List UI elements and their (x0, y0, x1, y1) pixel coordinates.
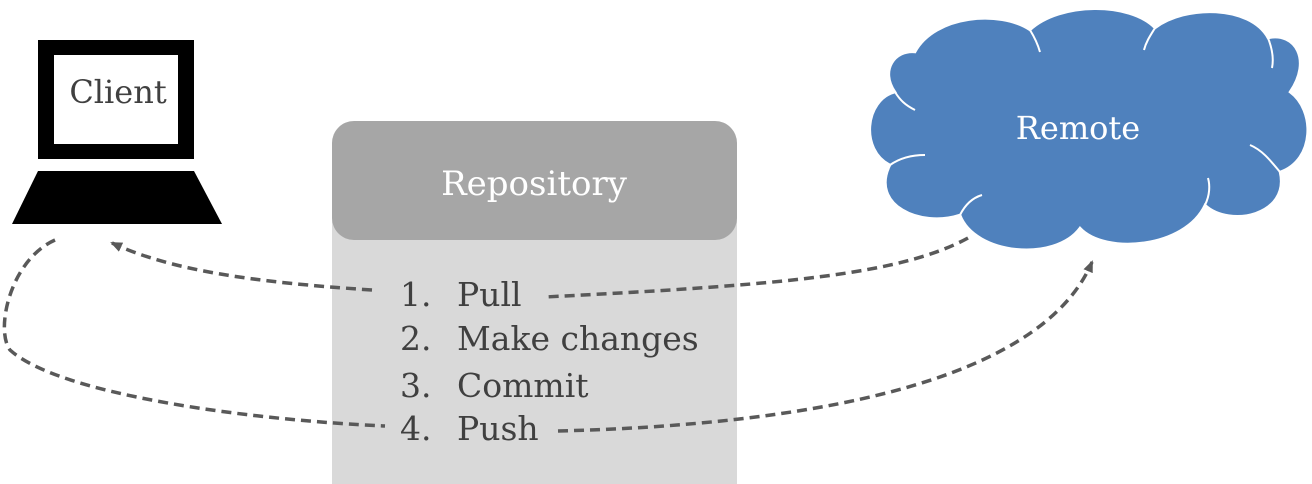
repository-title: Repository (441, 164, 628, 204)
step-number: 3. (400, 366, 432, 405)
cloud-shape (868, 7, 1309, 251)
pull-arrow-remote-segment (544, 236, 969, 299)
cloud-detail-line (1267, 37, 1274, 69)
step-number: 1. (400, 275, 432, 314)
step-number: 4. (400, 409, 432, 448)
push-arrow-client-segment (2, 238, 386, 428)
repository-body (332, 195, 737, 484)
flow-arrows (2, 236, 1094, 433)
step-label-commit: Commit (457, 366, 589, 405)
step-number: 2. (400, 319, 432, 358)
pull-arrow-client-segment (110, 241, 373, 292)
step-label-push: Push (457, 409, 539, 448)
client-label: Client (69, 73, 167, 111)
repository-header (332, 121, 737, 240)
cloud-icon: Remote (868, 7, 1309, 251)
cloud-detail-line (894, 91, 916, 111)
laptop-keyboard-base (12, 171, 222, 224)
cloud-detail-line (1029, 29, 1041, 53)
repository-box: Repository (332, 121, 737, 484)
cloud-detail-line (1204, 177, 1211, 206)
push-arrow-remote-segment (557, 260, 1094, 433)
step-label-pull: Pull (457, 275, 522, 314)
cloud-detail-line (889, 154, 926, 166)
laptop-icon: Client (12, 40, 222, 224)
cloud-detail-line (1249, 144, 1281, 173)
workflow-steps-list: 1. Pull 2. Make changes 3. Commit 4. Pus… (400, 275, 699, 448)
cloud-detail-line (1143, 27, 1156, 51)
laptop-screen (54, 55, 178, 144)
remote-label: Remote (1016, 109, 1140, 147)
cloud-detail-line (959, 194, 983, 216)
step-label-make-changes: Make changes (457, 319, 699, 358)
